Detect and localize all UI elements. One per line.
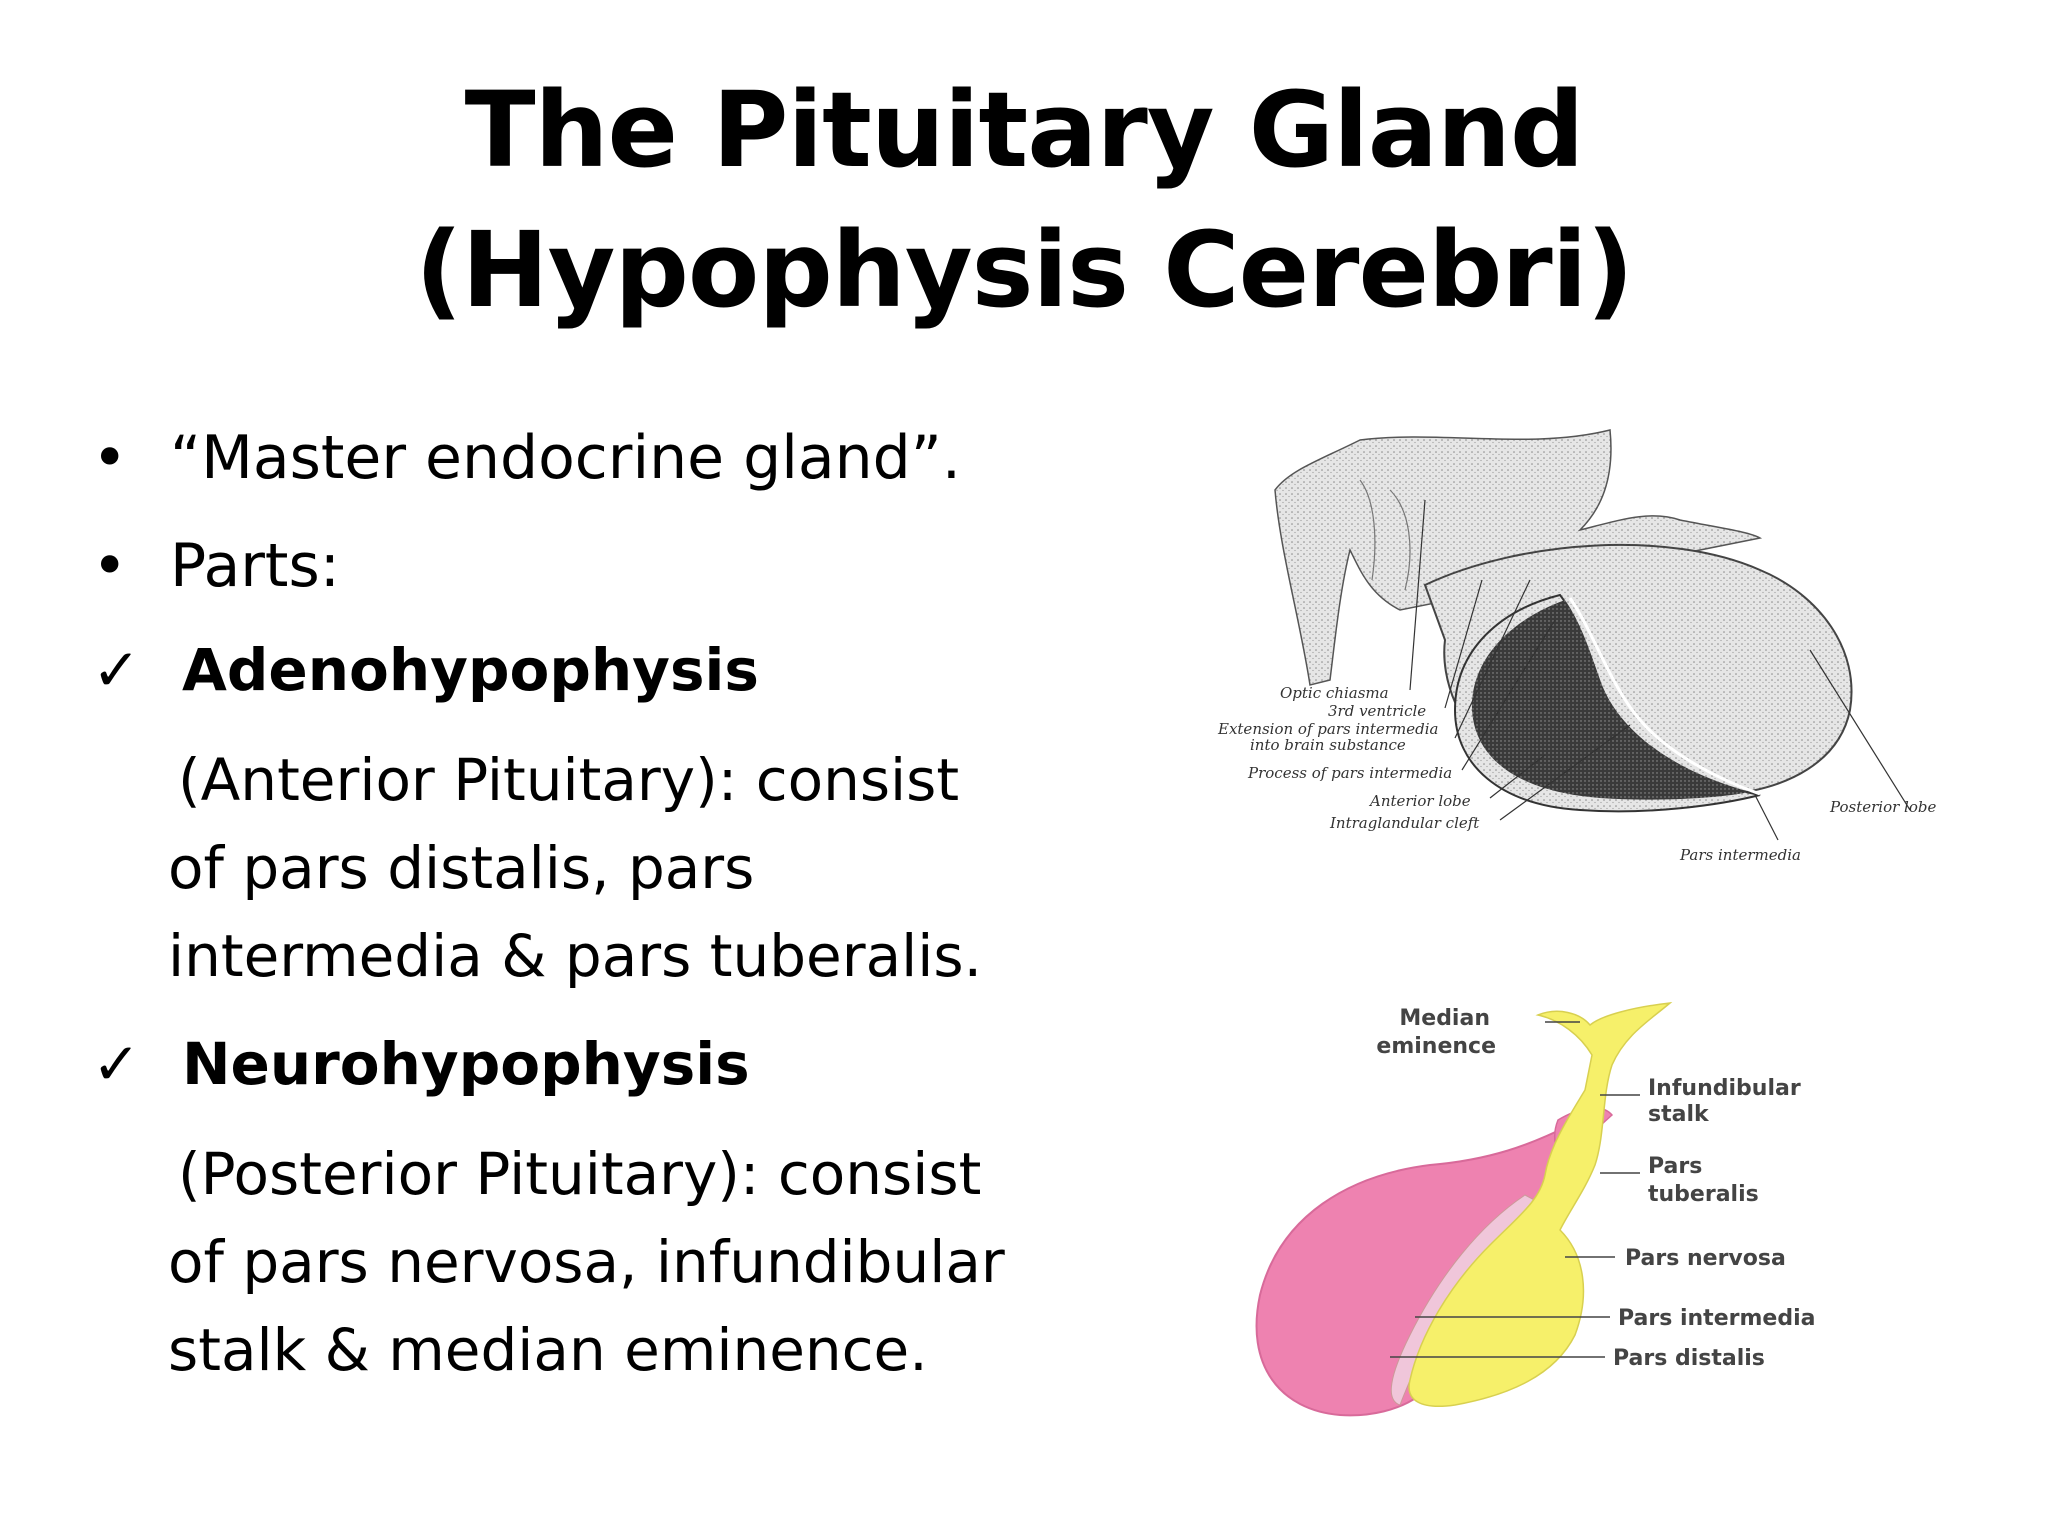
label-process-pars-intermedia: Process of pars intermedia [1247, 764, 1452, 782]
label-anterior-lobe: Anterior lobe [1368, 792, 1471, 810]
label-median-line1: Median [1399, 1006, 1490, 1031]
check-neurohypophysis: ✓ Neurohypophysis [92, 1024, 750, 1104]
label-infundibular-line2: stalk [1648, 1102, 1710, 1127]
label-extension-line1: Extension of pars intermedia [1217, 720, 1438, 738]
leader-lines [1390, 1021, 1640, 1358]
label-pars-intermedia: Pars intermedia [1618, 1306, 1815, 1331]
label-posterior-lobe: Posterior lobe [1829, 798, 1936, 816]
label-extension-line2: into brain substance [1250, 736, 1406, 754]
bullet-text: Parts: [170, 531, 340, 601]
description-line: of pars distalis, pars [168, 834, 755, 902]
bullet-parts: • Parts: [92, 526, 340, 606]
bullet-text: “Master endocrine gland”. [170, 423, 961, 493]
label-intraglandular-cleft: Intraglandular cleft [1329, 814, 1480, 832]
label-pars-nervosa: Pars nervosa [1625, 1246, 1786, 1271]
description-line: of pars nervosa, infundibular [168, 1228, 1005, 1296]
pituitary-colored-diagram: Median eminence Infundibular stalk Pars … [1255, 1001, 1815, 1417]
anterior-lobe-dark [1471, 600, 1750, 800]
section-heading: Adenohypophysis [182, 636, 759, 704]
label-pars-intermedia: Pars intermedia [1679, 846, 1801, 864]
label-optic-chiasma: Optic chiasma [1280, 684, 1389, 702]
label-tuberalis-line2: tuberalis [1648, 1182, 1759, 1207]
description-line: stalk & median eminence. [168, 1316, 928, 1384]
bullet-master-gland: • “Master endocrine gland”. [92, 418, 961, 498]
description-line: (Anterior Pituitary): consist [178, 746, 960, 814]
label-median-line2: eminence [1376, 1034, 1496, 1059]
description-line: intermedia & pars tuberalis. [168, 922, 983, 990]
neurohypophysis-description: (Posterior Pituitary): consist of pars n… [168, 1130, 1068, 1394]
label-third-ventricle: 3rd ventricle [1328, 702, 1426, 720]
leader-lines [1409, 499, 1911, 841]
bullet-marker: • [92, 531, 128, 601]
description-line: (Posterior Pituitary): consist [178, 1140, 982, 1208]
intraglandular-cleft [1568, 597, 1761, 796]
slide-title-line-1: The Pituitary Gland [464, 69, 1585, 191]
section-heading: Neurohypophysis [182, 1030, 750, 1098]
check-adenohypophysis: ✓ Adenohypophysis [92, 630, 759, 710]
label-pars-distalis: Pars distalis [1613, 1346, 1765, 1371]
adenohypophysis-description: (Anterior Pituitary): consist of pars di… [168, 736, 1068, 1000]
bullet-marker: • [92, 423, 128, 493]
check-icon: ✓ [92, 636, 141, 704]
label-infundibular-line1: Infundibular [1648, 1076, 1801, 1101]
pars-nervosa-shape [1408, 1001, 1673, 1407]
check-icon: ✓ [92, 1030, 141, 1098]
label-tuberalis-line1: Pars [1648, 1154, 1702, 1179]
pituitary-section-diagram: Optic chiasma 3rd ventricle Extension of… [1217, 429, 1936, 864]
slide-title-line-2: (Hypophysis Cerebri) [415, 209, 1634, 331]
